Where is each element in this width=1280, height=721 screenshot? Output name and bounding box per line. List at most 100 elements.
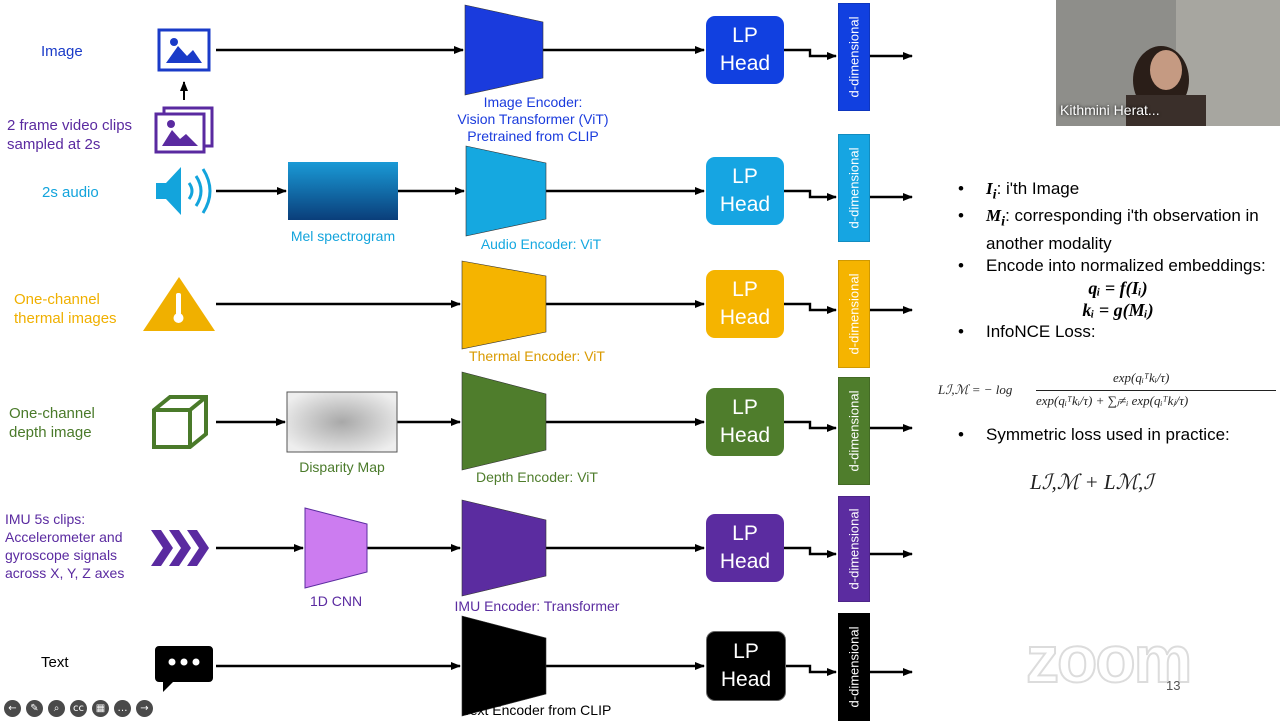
bullet-encode: •Encode into normalized embeddings:	[958, 255, 1266, 275]
symmetric-loss-equation: Lℐ,ℳ + Lℳ,ℐ	[1030, 470, 1154, 494]
next-slide-icon[interactable]: →	[136, 700, 153, 717]
row-label-text: Text	[41, 654, 69, 671]
head-line1: LP	[733, 640, 759, 663]
video-clips-icon	[154, 106, 214, 154]
speaker-icon	[156, 167, 212, 215]
encoder-image	[464, 4, 544, 96]
head-line2: Head	[719, 193, 771, 216]
arrow-audio-to-embedding	[784, 189, 837, 201]
chat-icon	[155, 646, 213, 692]
embedding-depth: d-dimensional	[838, 377, 870, 485]
infonce-equation: Lℐ,ℳ = − log exp(qᵢᵀkᵢ/τ) exp(qᵢᵀkᵢ/τ) +…	[938, 370, 1278, 414]
encoder-caption-imu: IMU Encoder: Transformer	[454, 598, 620, 614]
arrow-text-to-embedding	[784, 664, 837, 676]
encoder-audio	[465, 145, 547, 237]
thermometer-icon	[143, 277, 215, 331]
embedding-label: d-dimensional	[846, 147, 862, 229]
lp-head-image: LP Head	[706, 16, 784, 84]
webcam-figure	[1056, 0, 1280, 126]
loss-numerator: exp(qᵢᵀkᵢ/τ)	[1113, 370, 1170, 385]
chevrons-icon	[151, 530, 209, 566]
preproc-caption-imu: 1D CNN	[309, 593, 363, 609]
embedding-label: d-dimensional	[846, 508, 862, 590]
embedding-imu: d-dimensional	[838, 496, 870, 602]
disparity-map-block	[286, 391, 398, 453]
bullet-modality: •Mi: corresponding i'th observation in a…	[958, 206, 1259, 253]
mel-spectrogram-block	[288, 162, 398, 220]
zoom-watermark: zoom	[1025, 622, 1193, 696]
head-line2: Head	[720, 668, 772, 691]
lp-head-audio: LP Head	[706, 157, 784, 225]
embedding-image: d-dimensional	[838, 3, 870, 111]
arrow-thermal-to-embedding	[784, 302, 837, 314]
encoder-caption-audio: Audio Encoder: ViT	[480, 236, 602, 252]
embedding-label: d-dimensional	[846, 273, 862, 355]
symbol-M: M	[986, 206, 1002, 226]
embedding-audio: d-dimensional	[838, 134, 870, 242]
cube-icon	[152, 395, 208, 449]
row-label-depth: One-channel depth image	[9, 405, 95, 441]
head-line2: Head	[719, 550, 771, 573]
preproc-caption-audio: Mel spectrogram	[290, 228, 396, 244]
row-label-imu: IMU 5s clips: Accelerometer and gyroscop…	[5, 511, 125, 581]
slide-number: 13	[1166, 678, 1181, 693]
bullet-text: Symmetric loss used in practice:	[986, 425, 1230, 444]
video-clips-label: 2 frame video clips sampled at 2s	[7, 117, 133, 153]
head-line2: Head	[719, 52, 771, 75]
head-line1: LP	[732, 278, 758, 301]
presentation-toolbar: ← ✎ ⌕ cc ▦ … →	[4, 700, 153, 720]
more-icon[interactable]: …	[114, 700, 131, 717]
preproc-caption-depth: Disparity Map	[299, 459, 385, 475]
zoom-lens-icon[interactable]: ⌕	[48, 700, 65, 717]
participant-name: Kithmini Herat...	[1060, 102, 1160, 118]
bullet-text: Encode into normalized embeddings:	[986, 255, 1266, 275]
webcam-video[interactable]	[1056, 0, 1280, 126]
encoder-caption-image: Image Encoder: Vision Transformer (ViT) …	[457, 94, 609, 144]
embedding-thermal: d-dimensional	[838, 260, 870, 368]
lp-head-text: LP Head	[706, 631, 786, 701]
cnn-block	[304, 507, 368, 589]
encoder-text	[461, 615, 547, 717]
encoder-imu	[461, 499, 547, 597]
embedding-label: d-dimensional	[846, 626, 862, 708]
encoder-caption-text: Text Encoder from CLIP	[462, 702, 612, 718]
bullet-text: InfoNCE Loss:	[986, 321, 1096, 341]
slides-grid-icon[interactable]: ▦	[92, 700, 109, 717]
encoder-caption-thermal: Thermal Encoder: ViT	[469, 348, 605, 364]
embedding-label: d-dimensional	[846, 16, 862, 98]
encoder-caption-depth: Depth Encoder: ViT	[476, 469, 598, 485]
fraction-bar	[1036, 390, 1276, 391]
arrow-depth-to-embedding	[784, 420, 837, 432]
loss-denominator: exp(qᵢᵀkᵢ/τ) + ∑ⱼ≠ᵢ exp(qᵢᵀkⱼ/τ)	[1036, 393, 1189, 408]
row-label-thermal: One-channel thermal images	[14, 291, 117, 327]
head-line1: LP	[732, 24, 758, 47]
notes-panel: •Ii: i'th Image •Mi: corresponding i'th …	[958, 178, 1278, 343]
embedding-label: d-dimensional	[846, 390, 862, 472]
captions-icon[interactable]: cc	[70, 700, 87, 717]
lp-head-depth: LP Head	[706, 388, 784, 456]
row-label-image: Image	[41, 43, 83, 60]
embedding-text: d-dimensional	[838, 613, 870, 721]
equation-k: kᵢ = g(Mᵢ)	[1082, 299, 1154, 320]
subscript: i	[992, 186, 997, 203]
bullet-text: : corresponding i'th observation in anot…	[986, 206, 1259, 253]
pen-icon[interactable]: ✎	[26, 700, 43, 717]
bullet-symmetric: •Symmetric loss used in practice:	[958, 425, 1230, 444]
lp-head-imu: LP Head	[706, 514, 784, 582]
symbol-I: I	[986, 179, 993, 198]
head-line2: Head	[719, 306, 771, 329]
encoder-thermal	[461, 260, 547, 350]
lp-head-thermal: LP Head	[706, 270, 784, 338]
head-line1: LP	[732, 165, 758, 188]
image-icon	[157, 28, 211, 72]
arrow-image-to-embedding	[784, 48, 837, 60]
head-line2: Head	[719, 424, 771, 447]
equation-q: qᵢ = f(Iᵢ)	[1088, 277, 1148, 298]
bullet-infonce: •InfoNCE Loss:	[958, 321, 1096, 341]
arrow-imu-to-embedding	[784, 546, 837, 558]
head-line1: LP	[732, 396, 758, 419]
prev-slide-icon[interactable]: ←	[4, 700, 21, 717]
row-label-audio: 2s audio	[42, 184, 99, 201]
head-line1: LP	[732, 522, 758, 545]
bullet-image: •Ii: i'th Image	[958, 179, 1080, 203]
